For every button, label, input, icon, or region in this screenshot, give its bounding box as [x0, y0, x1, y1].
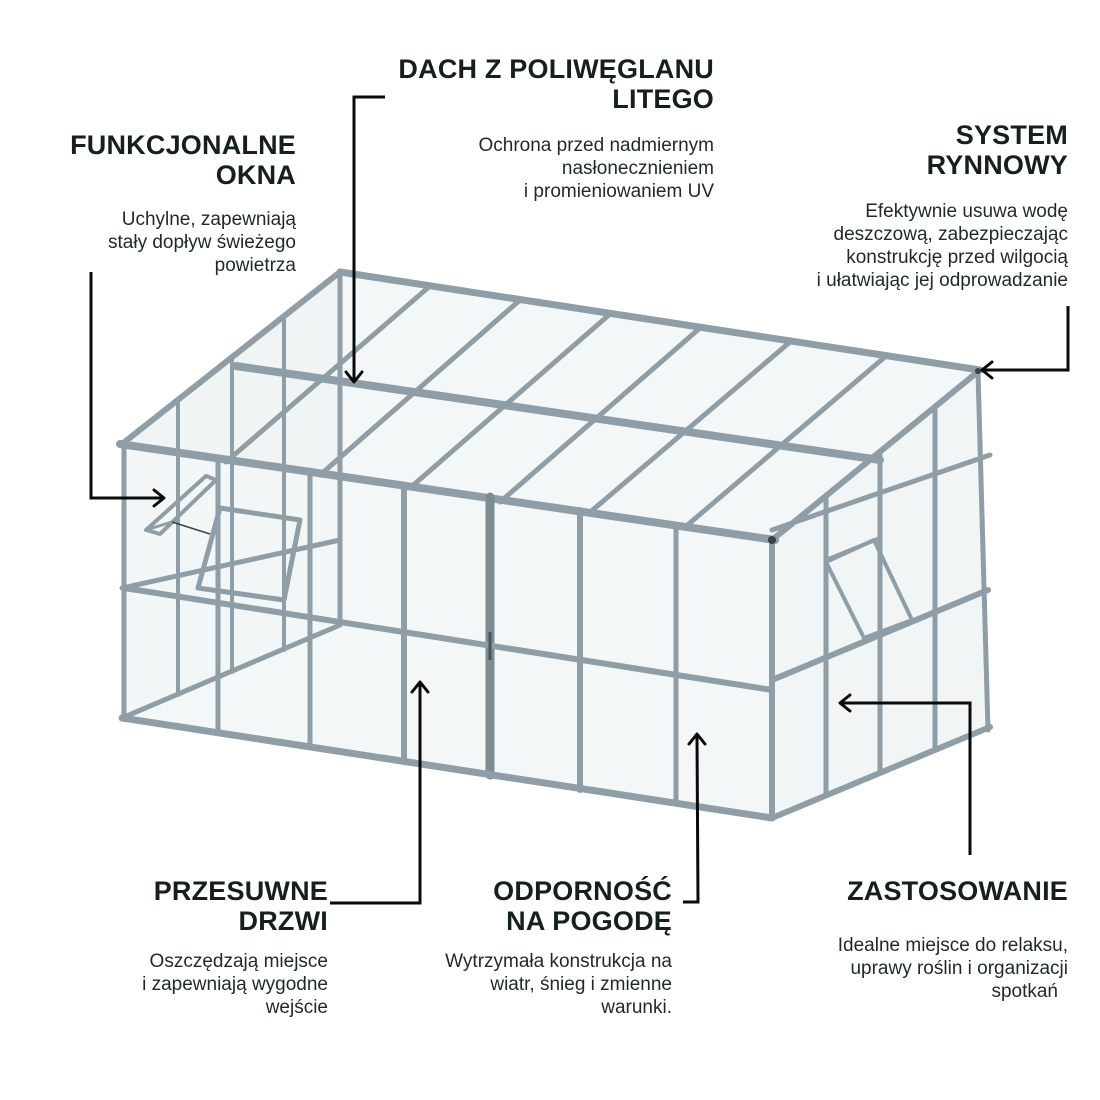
callout-usage-title: ZASTOSOWANIE	[847, 876, 1068, 906]
leader-lines	[89, 95, 1070, 905]
callout-windows-title: FUNKCJONALNE OKNA	[70, 130, 296, 190]
callout-roof: DACH Z POLIWĘGLANU LITEGO Ochrona przed …	[334, 54, 714, 203]
greenhouse-frame	[116, 268, 993, 822]
callout-doors-description: Oszczędzają miejsce i zapewniają wygodne…	[142, 951, 328, 1018]
callout-weather-title: ODPORNOŚĆ NA POGODĘ	[493, 876, 672, 936]
doors-arrow-icon	[410, 680, 430, 694]
weather-leader	[683, 735, 700, 904]
windows-leader	[89, 272, 162, 500]
callout-windows: FUNKCJONALNE OKNA Uchylne, zapewniają st…	[16, 130, 296, 277]
callout-doors-title: PRZESUWNE DRZWI	[153, 876, 328, 936]
doors-leader	[330, 684, 422, 905]
roof-arrow-icon	[344, 370, 364, 384]
callout-gutter-description: Efektywnie usuwa wodę deszczową, zabezpi…	[816, 201, 1068, 291]
gutter-leader	[984, 306, 1070, 372]
windows-arrow-icon	[152, 488, 166, 508]
callout-usage-description: Idealne miejsce do relaksu, uprawy rośli…	[837, 935, 1068, 1002]
callout-weather: ODPORNOŚĆ NA POGODĘ Wytrzymała konstrukc…	[352, 876, 672, 1019]
callout-doors: PRZESUWNE DRZWI Oszczędzają miejsce i za…	[48, 876, 328, 1019]
gutter-arrow-icon	[980, 360, 994, 380]
callout-roof-description: Ochrona przed nadmiernym nasłonecznienie…	[478, 135, 715, 202]
roof-leader	[352, 95, 385, 380]
callout-gutter-title: SYSTEM RYNNOWY	[926, 120, 1068, 180]
usage-leader	[842, 701, 972, 855]
callout-gutter: SYSTEM RYNNOWY Efektywnie usuwa wodę des…	[708, 120, 1068, 292]
callout-weather-description: Wytrzymała konstrukcja na wiatr, śnieg i…	[445, 951, 672, 1018]
usage-arrow-icon	[838, 693, 852, 713]
callout-roof-title: DACH Z POLIWĘGLANU LITEGO	[398, 54, 714, 114]
weather-arrow-icon	[687, 732, 707, 746]
callout-windows-description: Uchylne, zapewniają stały dopływ świeżeg…	[108, 209, 296, 276]
tilt-windows	[144, 474, 914, 640]
callout-usage: ZASTOSOWANIE Idealne miejsce do relaksu,…	[748, 876, 1068, 1003]
